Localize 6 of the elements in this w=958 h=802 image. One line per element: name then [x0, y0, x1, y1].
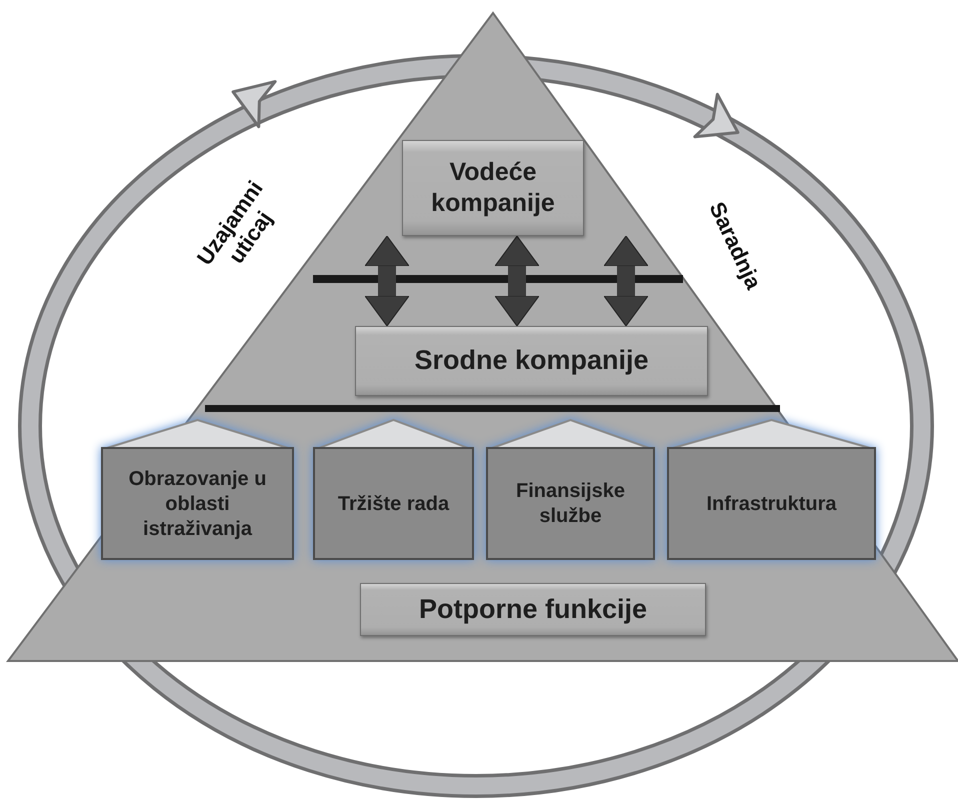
double-arrow: [494, 236, 540, 326]
double-arrow: [364, 236, 410, 326]
tier-box: Vodeće kompanije: [402, 140, 584, 236]
tier-box: Srodne kompanije: [355, 326, 708, 396]
double-arrow: [604, 236, 648, 326]
tier-box: Potporne funkcije: [360, 583, 706, 636]
